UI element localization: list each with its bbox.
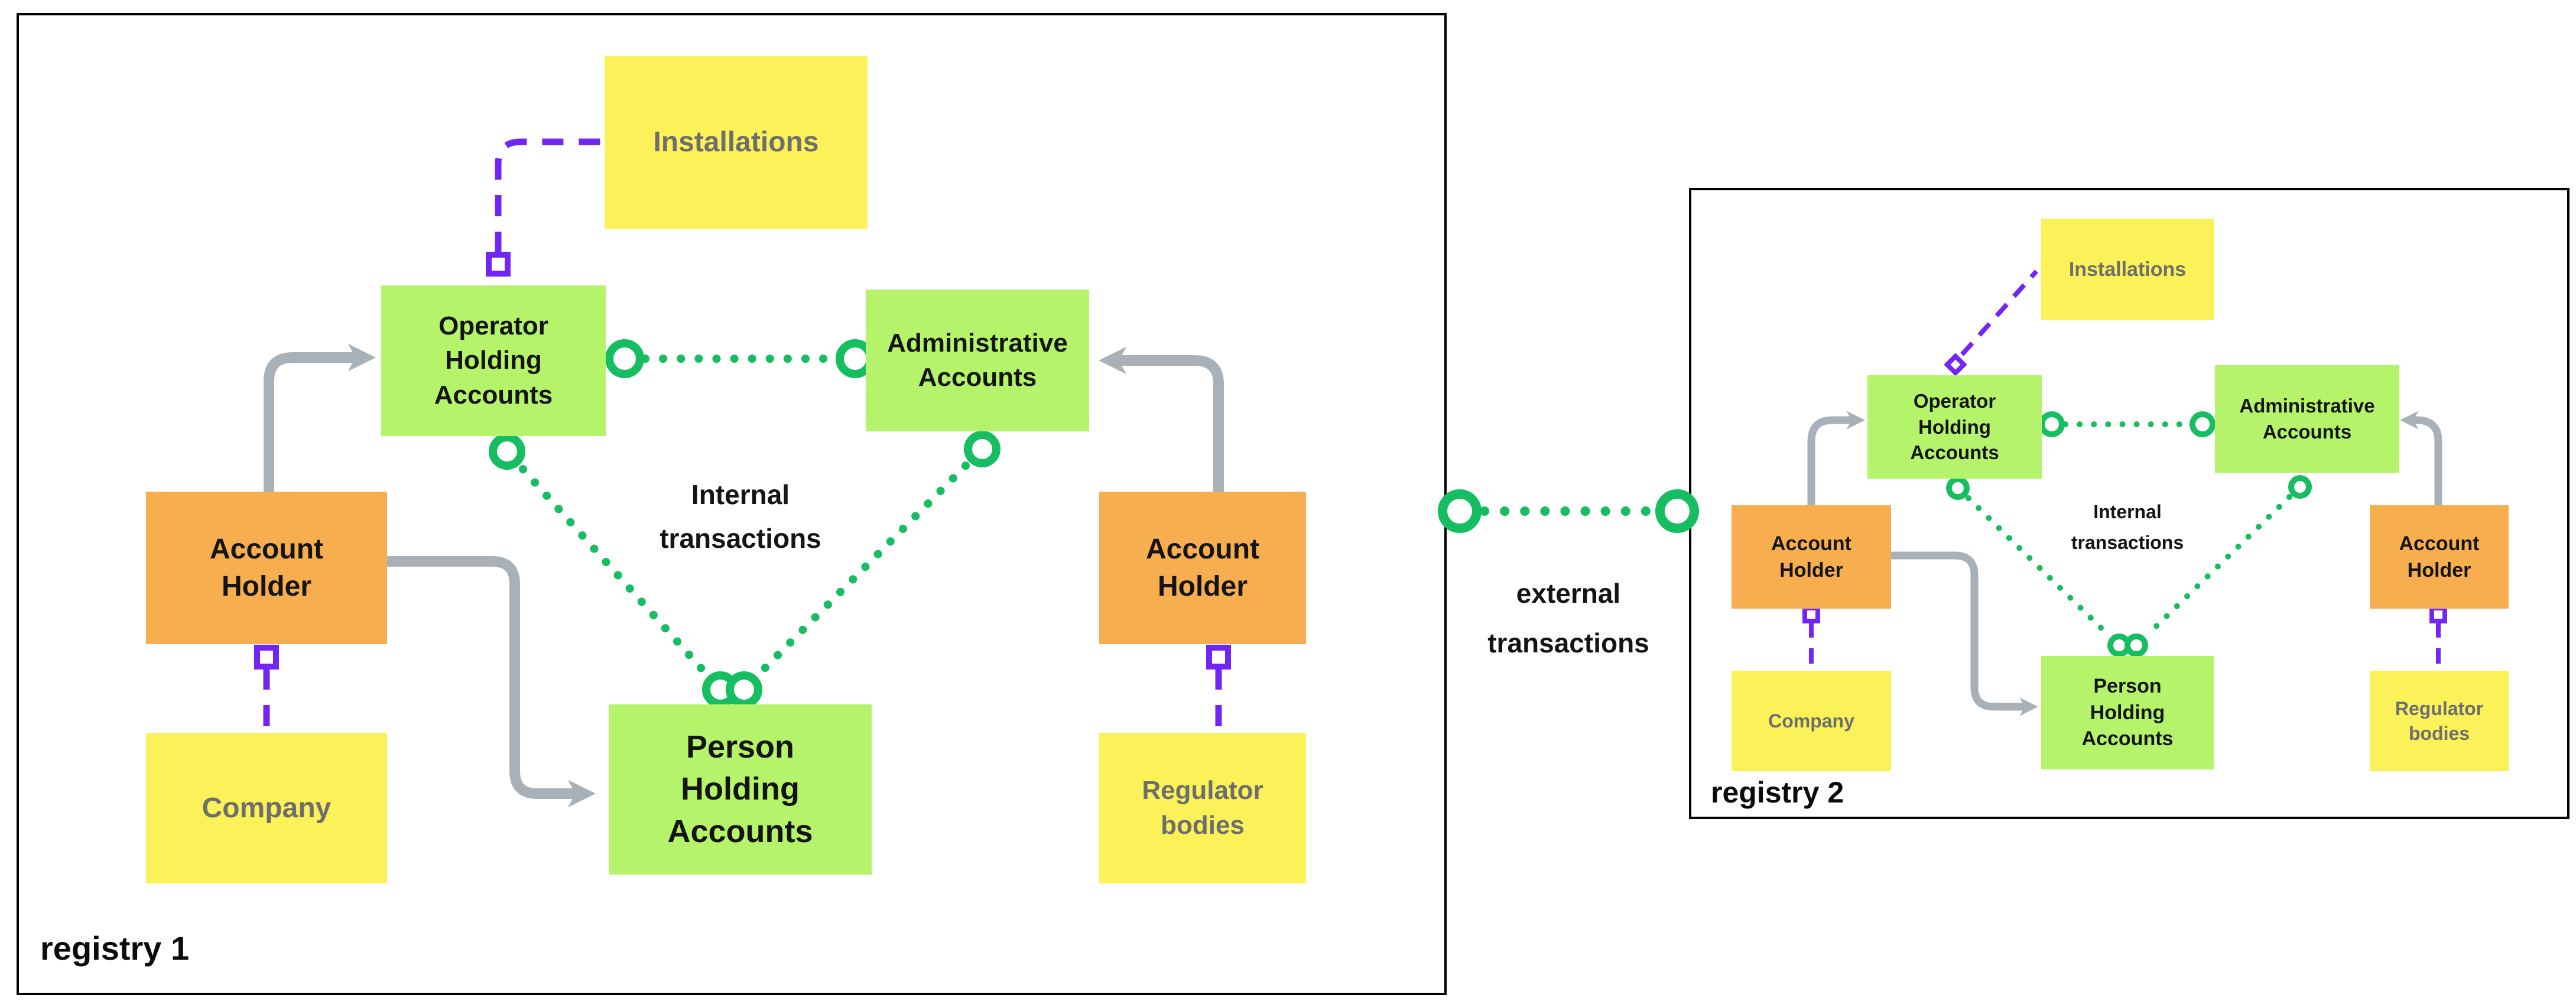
- registry1-administrative-accounts-node: Administrative Accounts: [866, 290, 1089, 431]
- circle-endpoint: [1438, 489, 1482, 533]
- registry2-administrative-accounts-node: Administrative Accounts: [2215, 365, 2399, 473]
- external-transactions-link: [1438, 489, 1699, 533]
- registry2-account-holder-left-node: Account Holder: [1732, 505, 1891, 609]
- registry1-account-holder-right-node: Account Holder: [1099, 492, 1306, 644]
- registry1-company-node: Company: [146, 733, 387, 883]
- registry2-company-node: Company: [1732, 671, 1891, 771]
- registry2-internal-transactions-label: Internal transactions: [2071, 501, 2184, 553]
- registry2-operator-holding-accounts-node: Operator Holding Accounts: [1867, 375, 2042, 479]
- registry2-title: registry 2: [1711, 776, 1844, 809]
- registry1-internal-transactions-label: Internal transactions: [660, 479, 821, 554]
- registry1-installations-node: Installations: [605, 56, 868, 229]
- registry1-title: registry 1: [40, 930, 190, 967]
- registry1-account-holder-left-node: Account Holder: [146, 492, 387, 644]
- registry2-regulator-bodies-node: Regulator bodies: [2370, 671, 2509, 771]
- external-transactions-label: external transactions: [1487, 578, 1649, 658]
- registry1-regulator-bodies-node: Regulator bodies: [1099, 733, 1306, 883]
- registry2-installations-node: Installations: [2041, 219, 2214, 320]
- registry2-account-holder-right-node: Account Holder: [2370, 505, 2509, 609]
- registry1-operator-holding-accounts-node: Operator Holding Accounts: [381, 285, 606, 436]
- registry1-person-holding-accounts-node: Person Holding Accounts: [609, 704, 872, 875]
- registry2-person-holding-accounts-node: Person Holding Accounts: [2041, 656, 2214, 769]
